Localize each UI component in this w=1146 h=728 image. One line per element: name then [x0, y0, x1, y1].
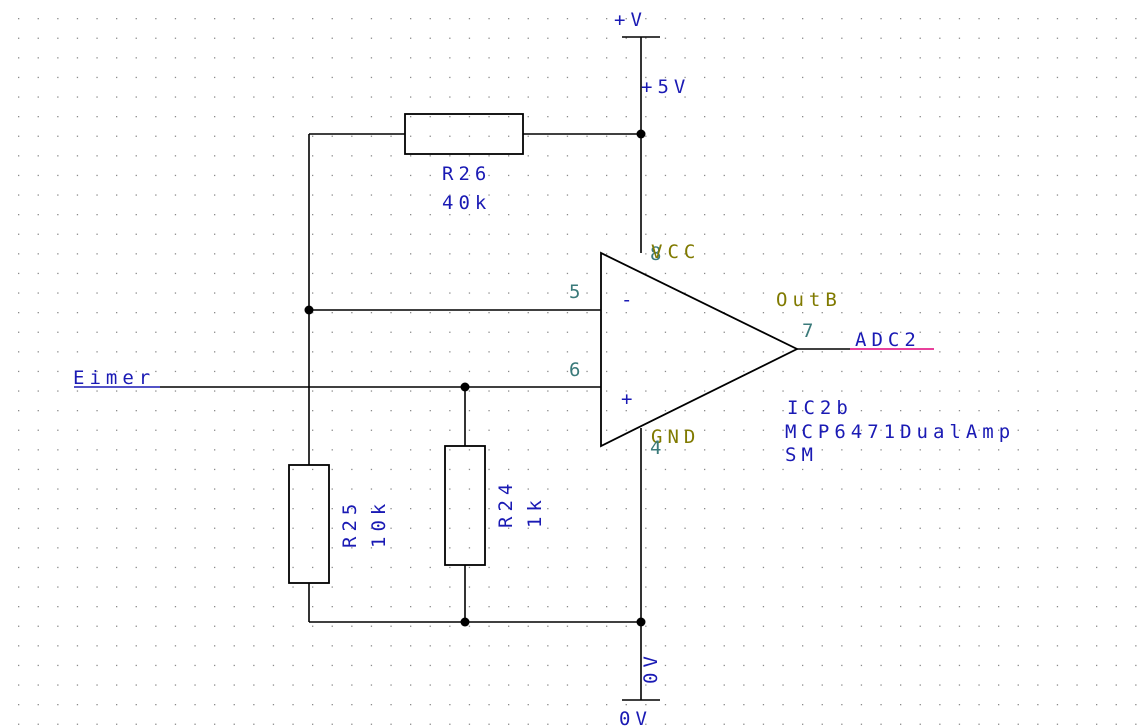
junction-dots — [304, 129, 646, 627]
opamp-part-name: MCP6471DualAmp — [785, 421, 1015, 443]
junction-dot — [460, 382, 470, 392]
power-symbol-top-label: +V — [614, 9, 647, 31]
opamp-designator: IC2b — [787, 397, 853, 419]
power-symbol-bottom-label: 0V — [619, 708, 652, 728]
pin-gnd-name: GND — [651, 426, 700, 448]
pin-vcc-number: 8 — [650, 243, 666, 265]
resistor-r24[interactable] — [444, 445, 486, 566]
pin-output-number: 7 — [802, 320, 818, 342]
junction-dot — [636, 129, 646, 139]
ground-wires — [309, 428, 660, 701]
resistor-r24-value: 1k — [524, 495, 546, 528]
net-label-adc2: ADC2 — [855, 329, 921, 351]
r26-wires — [308, 133, 642, 465]
resistor-r26-value: 40k — [442, 192, 491, 214]
resistor-r25-value: 10k — [368, 499, 390, 548]
resistor-r25[interactable] — [288, 464, 330, 584]
pin-inverting-number: 5 — [569, 281, 585, 303]
net-label-eimer: Eimer — [73, 367, 155, 389]
junction-dot — [636, 617, 646, 627]
junction-dot — [460, 617, 470, 627]
resistor-r24-name: R24 — [495, 479, 517, 528]
pin-inverting-symbol: - — [621, 289, 637, 311]
pin-noninverting-number: 6 — [569, 359, 585, 381]
pin-output-name: OutB — [776, 289, 842, 311]
opamp-package: SM — [785, 444, 818, 466]
pin-vcc-name: VCC — [651, 241, 700, 263]
pin-noninverting-symbol: + — [621, 388, 637, 410]
power-net-bottom-label: 0V — [640, 651, 662, 684]
opamp-ic2b[interactable] — [600, 251, 800, 448]
power-net-top-label: +5V — [641, 76, 690, 98]
power-symbol-top — [622, 36, 660, 134]
resistor-r25-name: R25 — [339, 499, 361, 548]
resistor-r26[interactable] — [404, 113, 524, 155]
grid-dots — [18, 18, 1137, 725]
resistor-r26-name: R26 — [442, 163, 491, 185]
pin-gnd-number: 4 — [650, 437, 666, 459]
junction-dot — [304, 305, 314, 315]
